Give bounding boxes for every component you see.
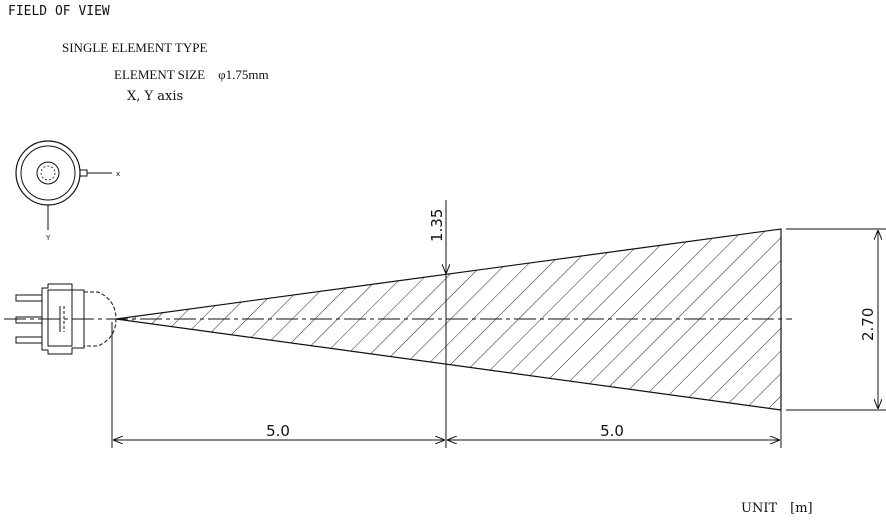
axis-label: X, Y axis: [127, 89, 184, 104]
half-height-dimension-label: 1.35: [428, 209, 446, 242]
element-type-label: SINGLE ELEMENT TYPE: [62, 40, 208, 55]
full-height-dimension-label: 2.70: [859, 308, 877, 341]
axis-orientation-icon: [15, 140, 112, 230]
unit-label: UNIT [m]: [741, 501, 813, 516]
y-axis-label: Y: [45, 234, 51, 242]
second-distance-label: 5.0: [600, 422, 624, 440]
title: FIELD OF VIEW: [8, 4, 110, 19]
first-distance-label: 5.0: [266, 422, 290, 440]
field-of-view-cone: [115, 228, 782, 411]
x-axis-label: x: [116, 170, 120, 178]
element-size-label: ELEMENT SIZE φ1.75mm: [114, 67, 269, 82]
